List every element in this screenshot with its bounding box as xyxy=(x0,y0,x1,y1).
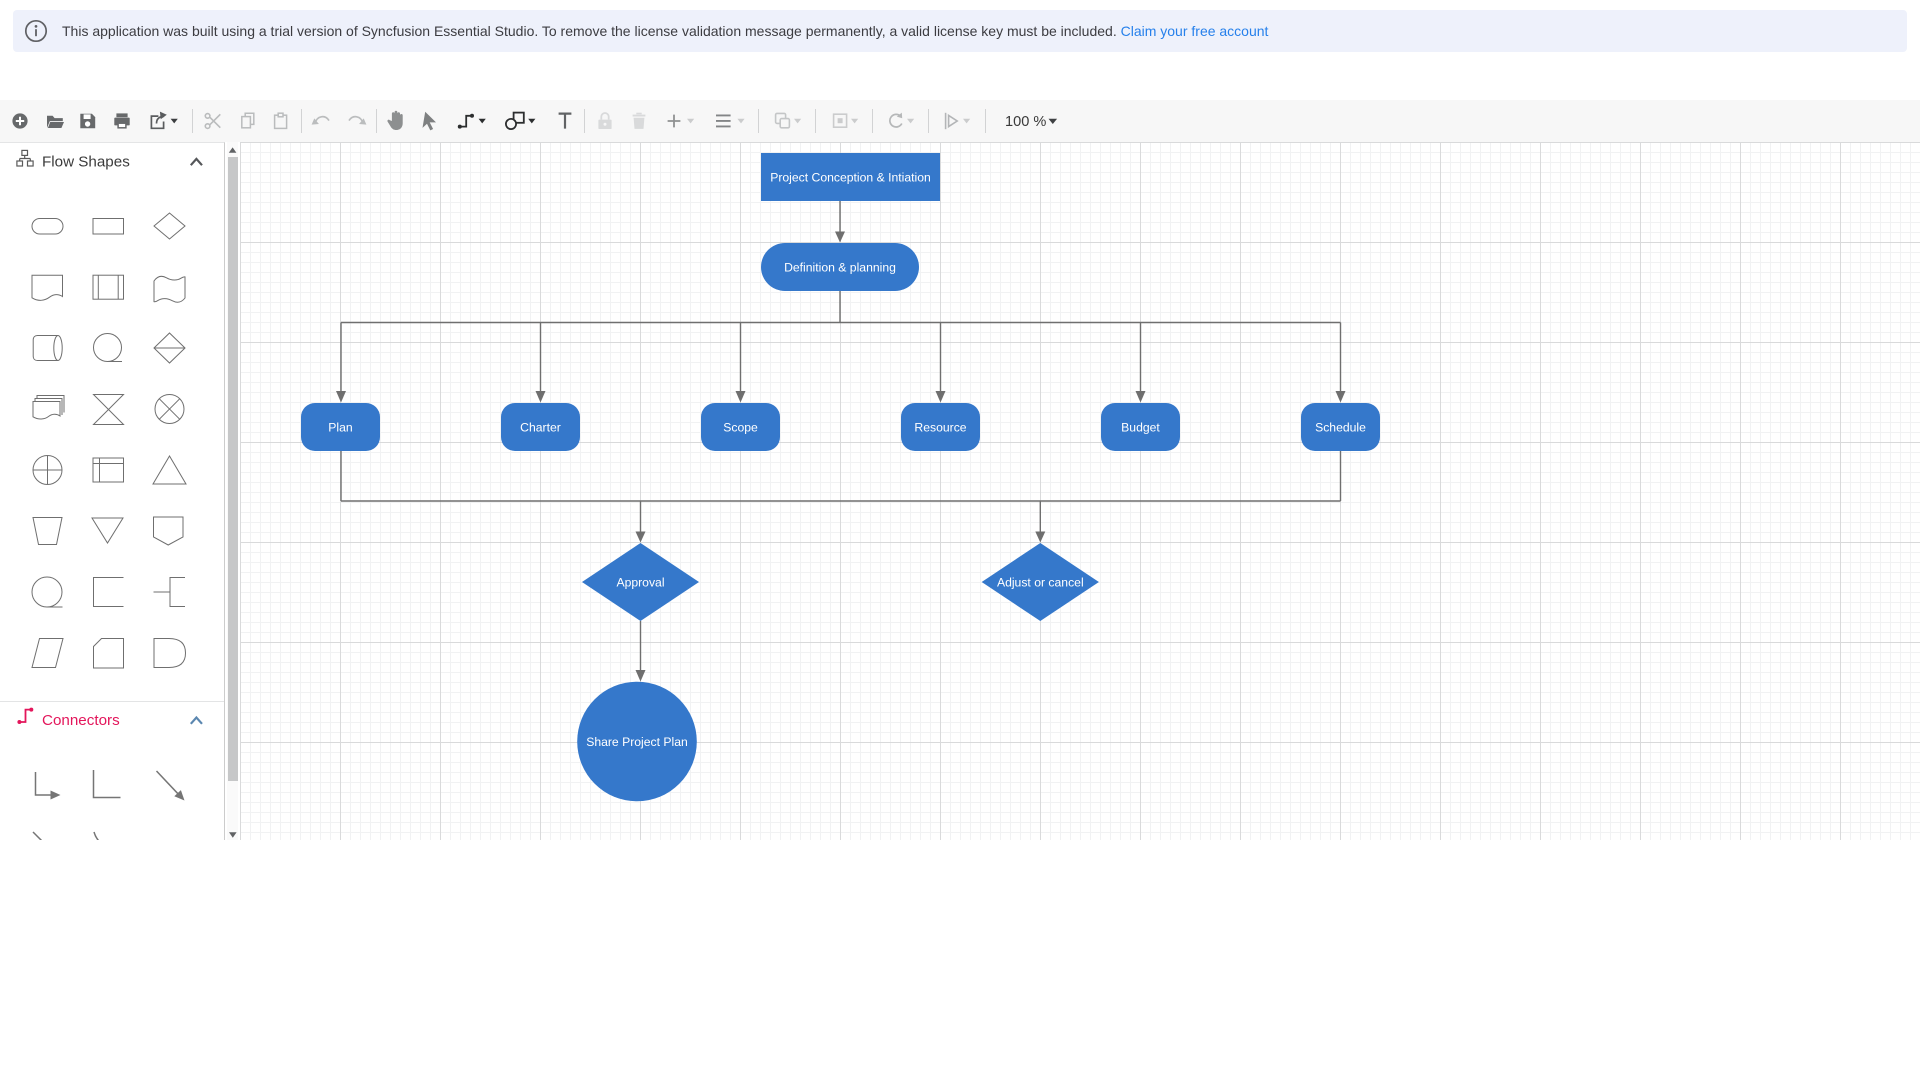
svg-text:100 %: 100 % xyxy=(1005,114,1046,130)
svg-text:Adjust or cancel: Adjust or cancel xyxy=(997,575,1084,589)
svg-text:Approval: Approval xyxy=(616,575,664,589)
svg-text:Schedule: Schedule xyxy=(1315,420,1366,434)
svg-text:Flow Shapes: Flow Shapes xyxy=(42,154,130,171)
svg-text:Share Project Plan: Share Project Plan xyxy=(586,735,688,749)
svg-text:Definition & planning: Definition & planning xyxy=(784,260,896,274)
svg-text:Resource: Resource xyxy=(914,420,966,434)
svg-text:Project Conception & Intiation: Project Conception & Intiation xyxy=(770,170,931,184)
svg-text:Scope: Scope xyxy=(723,420,758,434)
svg-text:Plan: Plan xyxy=(328,420,352,434)
svg-text:Charter: Charter xyxy=(520,420,561,434)
svg-text:Connectors: Connectors xyxy=(42,712,120,729)
svg-text:Budget: Budget xyxy=(1121,420,1160,434)
